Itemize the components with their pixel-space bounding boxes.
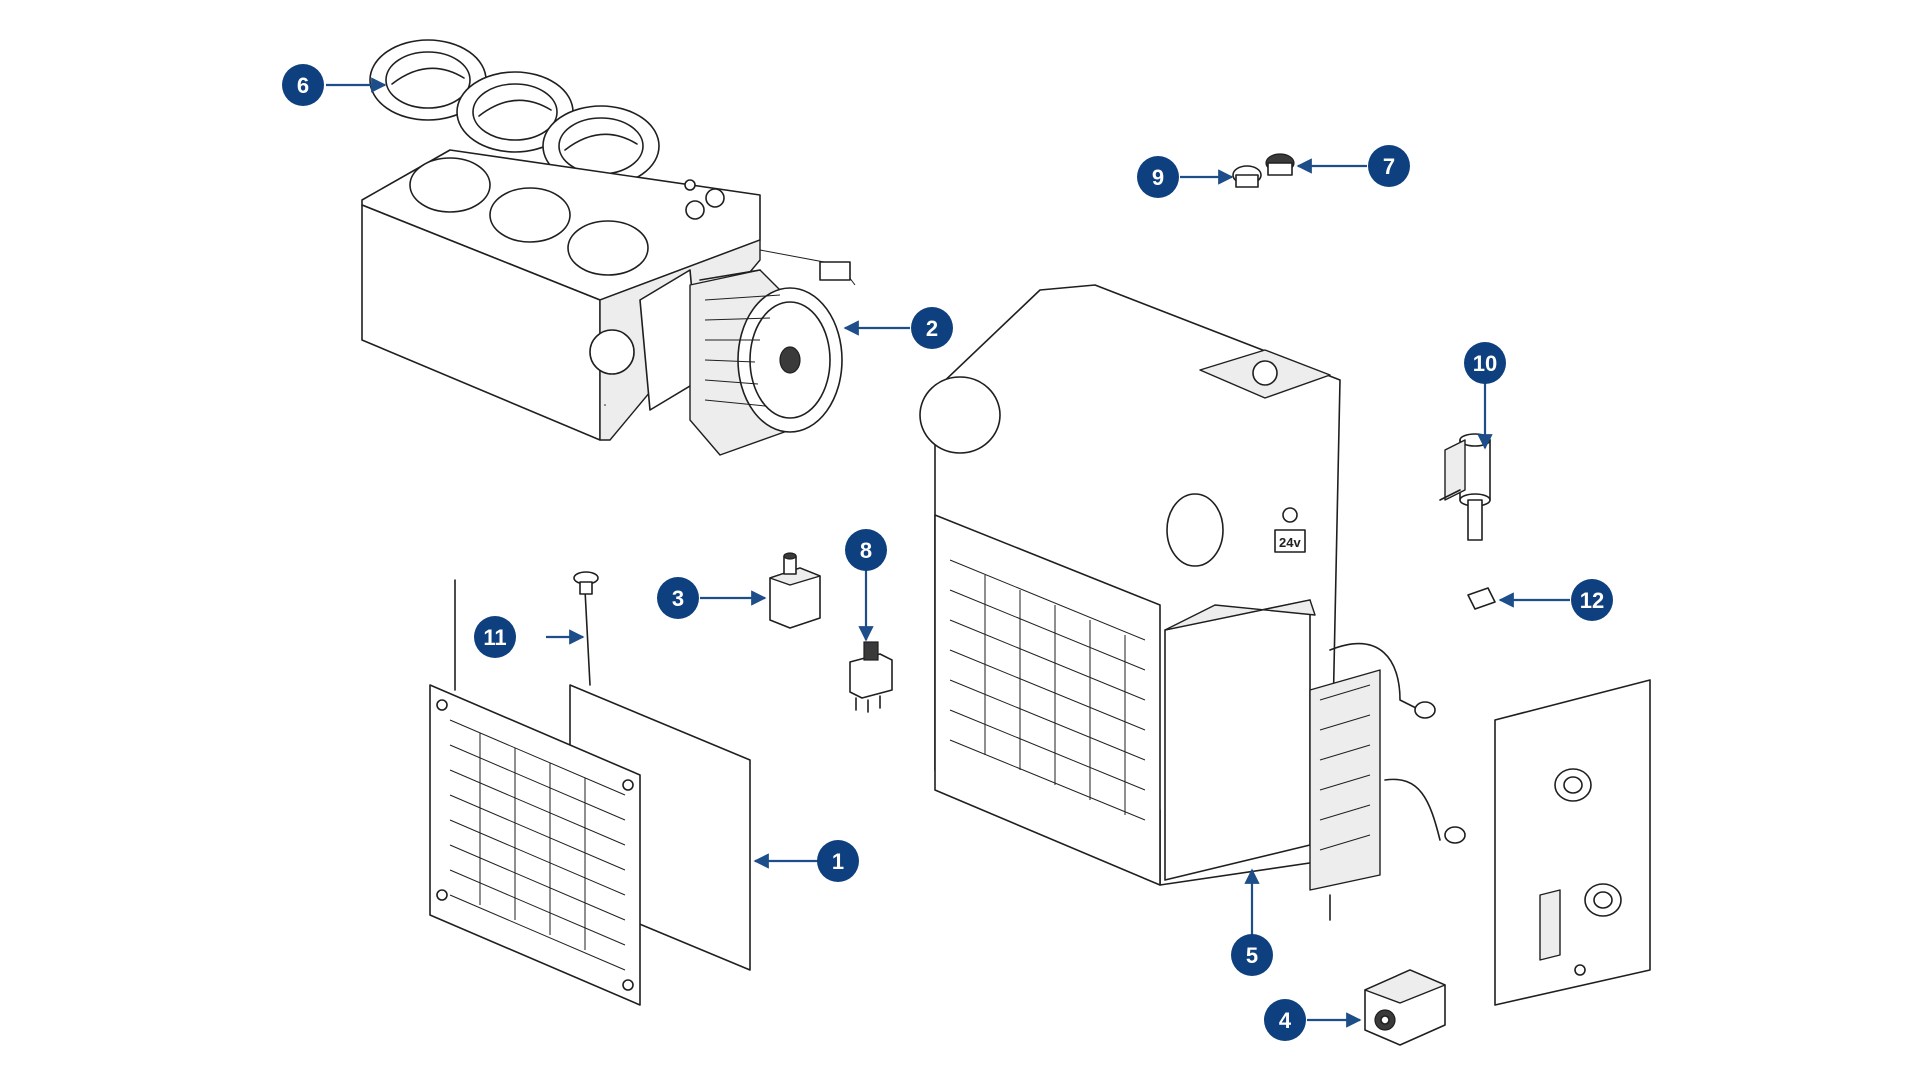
side-cover-panel [1494, 679, 1651, 1006]
part-7-cap [1265, 153, 1295, 176]
part-4-valve-block [1364, 969, 1446, 1046]
callout-leaders [326, 77, 1570, 1028]
svg-text:1: 1 [832, 849, 844, 874]
callout-badges: 6 2 3 8 11 1 5 4 [282, 64, 1613, 1041]
callout-8: 8 [845, 529, 887, 571]
callout-12: 12 [1571, 579, 1613, 621]
callout-2: 2 [911, 307, 953, 349]
part-10-water-valve [1439, 433, 1491, 541]
svg-text:8: 8 [860, 538, 872, 563]
callout-3: 3 [657, 577, 699, 619]
part-1-grille-and-filter [429, 684, 751, 1006]
svg-text:10: 10 [1473, 351, 1497, 376]
callout-9: 9 [1137, 156, 1179, 198]
part-2-blower-fan [639, 249, 856, 456]
svg-text:4: 4 [1279, 1008, 1292, 1033]
callout-6: 6 [282, 64, 324, 106]
svg-text:3: 3 [672, 586, 684, 611]
svg-text:9: 9 [1152, 165, 1164, 190]
callout-5: 5 [1231, 934, 1273, 976]
part-11-thermostat-knob [454, 571, 599, 691]
callout-7: 7 [1368, 145, 1410, 187]
svg-text:7: 7 [1383, 154, 1395, 179]
part-6-air-vents [369, 39, 660, 187]
part-8-switch [849, 641, 893, 713]
voltage-marking: 24v [1279, 535, 1301, 550]
callout-4: 4 [1264, 999, 1306, 1041]
part-5-heater-core [1164, 599, 1466, 921]
part-12-clip [1467, 587, 1496, 610]
callout-10: 10 [1464, 342, 1506, 384]
svg-text:12: 12 [1580, 588, 1604, 613]
svg-text:6: 6 [297, 73, 309, 98]
svg-text:11: 11 [483, 625, 506, 650]
part-9-plug [1232, 165, 1262, 188]
callout-1: 1 [817, 840, 859, 882]
part-3-solenoid [769, 552, 821, 629]
svg-text:2: 2 [926, 316, 938, 341]
callout-11: 11 [474, 616, 516, 658]
svg-text:5: 5 [1246, 943, 1258, 968]
